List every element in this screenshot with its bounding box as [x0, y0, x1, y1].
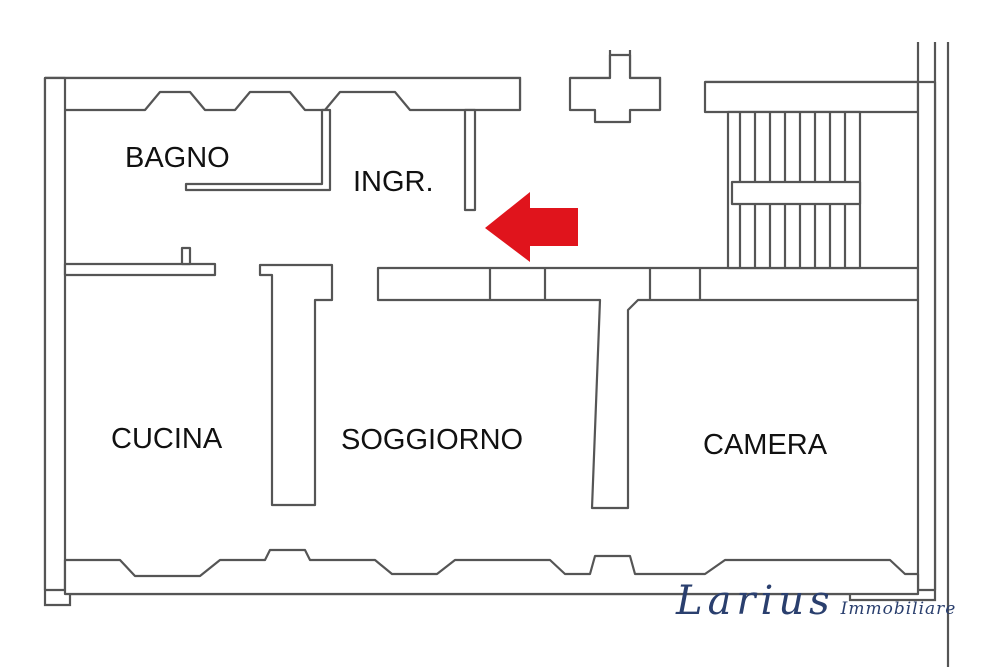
- soggiorno-camera-wall: [376, 266, 920, 510]
- bottom-wall: [63, 548, 920, 596]
- ingr-partition: [463, 108, 477, 212]
- room-label-ingresso: INGR.: [353, 166, 434, 198]
- chimney: [568, 53, 662, 124]
- entrance-arrow-icon: [485, 192, 578, 262]
- top-wall: [43, 76, 522, 112]
- cucina-top-wall: [63, 262, 217, 277]
- wall-joints: [488, 268, 702, 300]
- room-label-camera: CAMERA: [703, 429, 828, 461]
- staircase: [726, 110, 862, 270]
- stub: [180, 246, 192, 266]
- logo-subtitle: Immobiliare: [840, 599, 957, 619]
- room-label-cucina: CUCINA: [111, 423, 223, 455]
- left-wall: [43, 76, 67, 592]
- room-label-bagno: BAGNO: [125, 142, 230, 174]
- top-right-wall: [703, 80, 920, 114]
- bagno-partition: [184, 108, 332, 192]
- room-label-soggiorno: SOGGIORNO: [341, 424, 524, 456]
- cucina-soggiorno-wall: [258, 263, 334, 507]
- logo-brand: Larius: [676, 578, 835, 624]
- right-wall: [916, 80, 937, 592]
